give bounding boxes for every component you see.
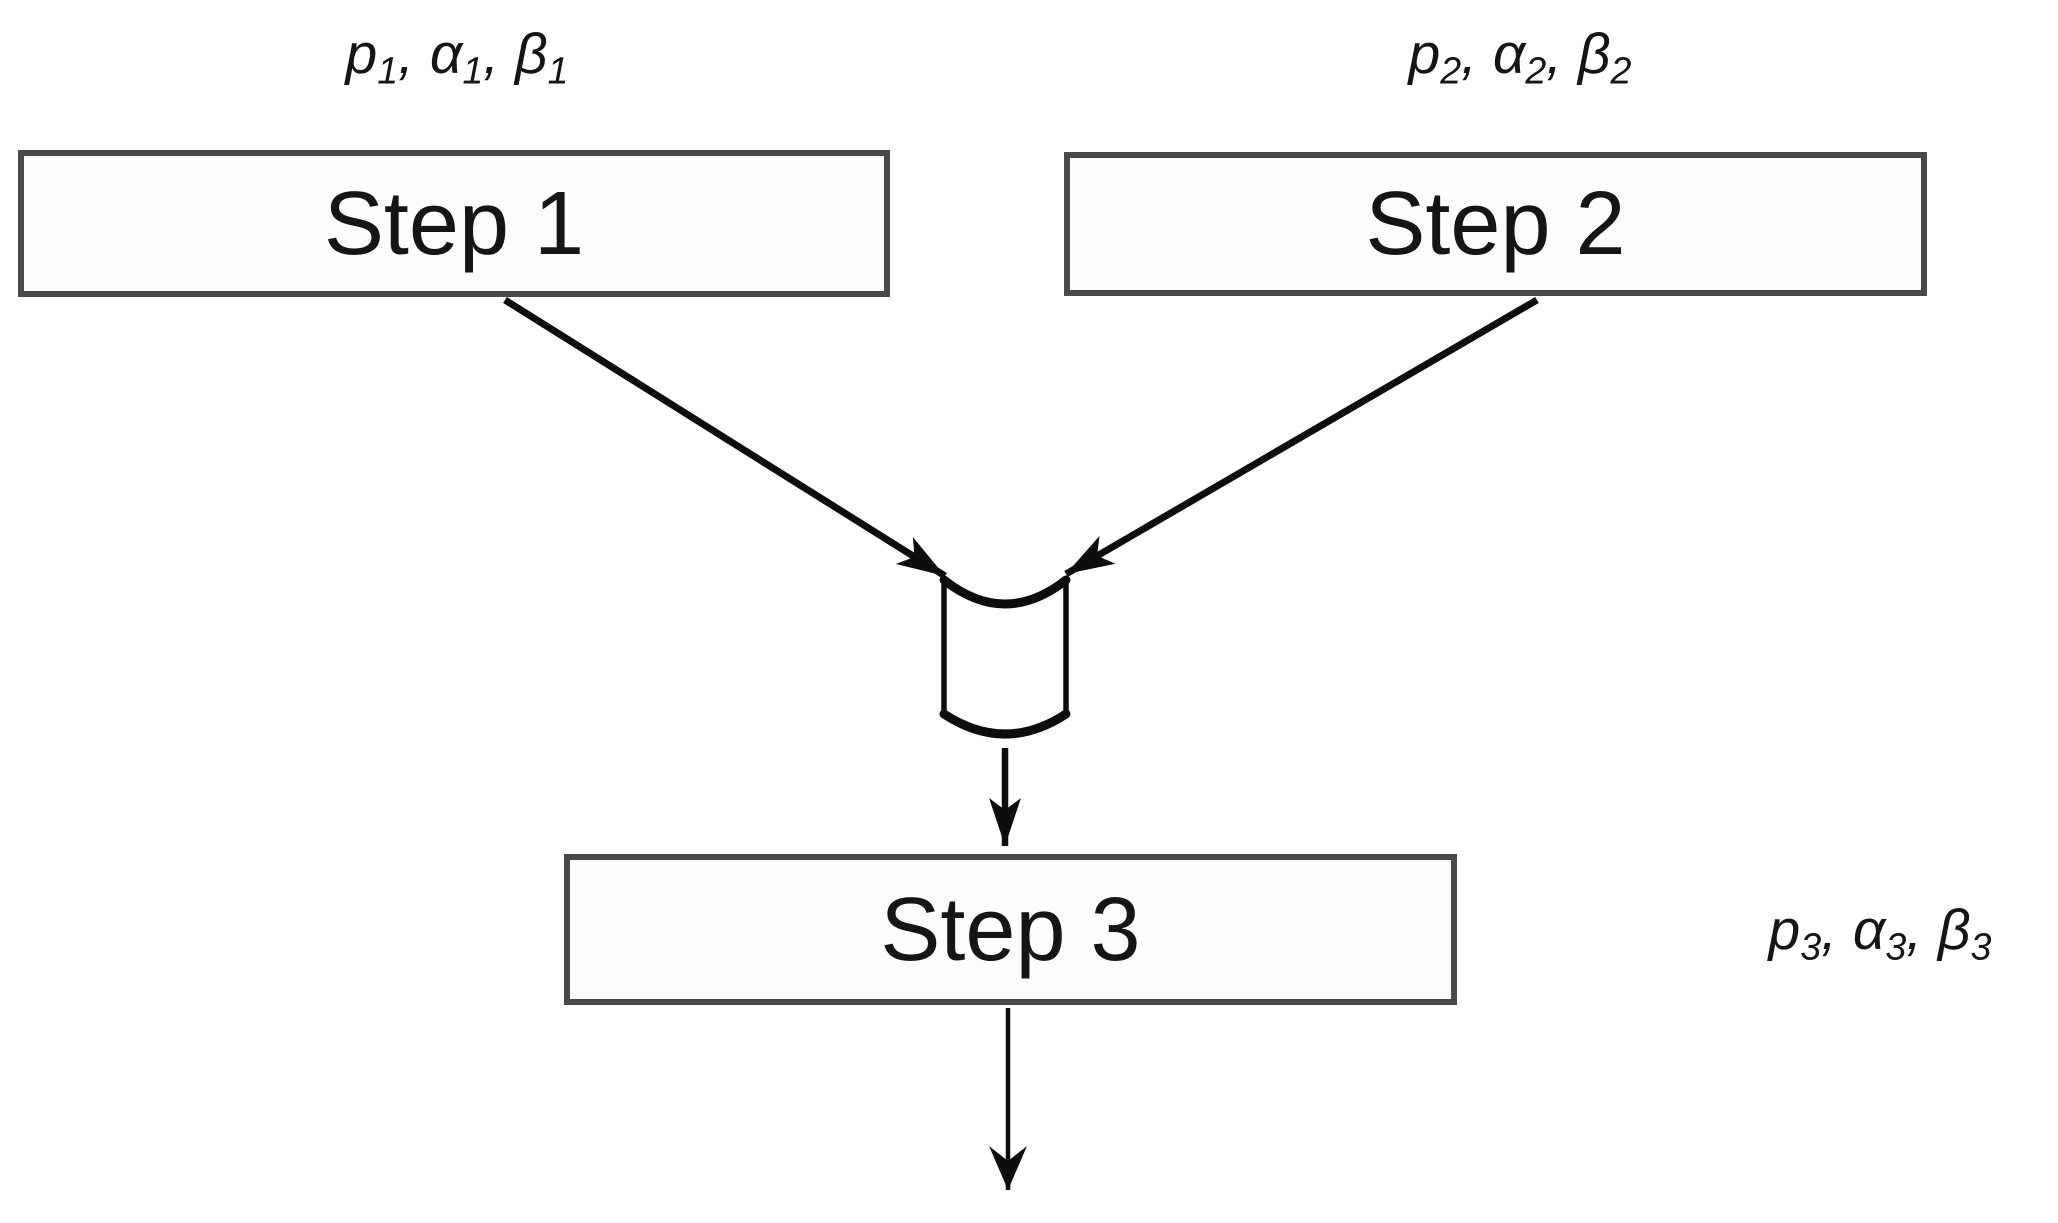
param-symbol: p xyxy=(345,22,378,86)
param-label-step3: p3, α3, β3 xyxy=(1768,898,1992,968)
step2-label: Step 2 xyxy=(1365,174,1626,274)
param-symbol: α xyxy=(1852,898,1886,962)
param-symbol: β xyxy=(514,22,548,86)
param-subscript: 1 xyxy=(462,49,484,92)
param-subscript: 2 xyxy=(1440,49,1462,92)
param-subscript: 1 xyxy=(377,49,399,92)
param-symbol: β xyxy=(1577,22,1611,86)
buffer-cylinder-icon xyxy=(939,575,1071,739)
step2-box: Step 2 xyxy=(1064,152,1927,296)
param-symbol: α xyxy=(1492,22,1526,86)
arrow-step2-to-buffer xyxy=(1064,296,1539,578)
param-label-step1: p1, α1, β1 xyxy=(345,22,569,92)
param-symbol: p xyxy=(1408,22,1441,86)
param-label-step2: p2, α2, β2 xyxy=(1408,22,1632,92)
param-subscript: 2 xyxy=(1610,49,1632,92)
param-subscript: 3 xyxy=(1885,925,1907,968)
param-symbol: p xyxy=(1768,898,1801,962)
param-symbol: β xyxy=(1937,898,1971,962)
param-subscript: 2 xyxy=(1525,49,1547,92)
step3-label: Step 3 xyxy=(880,879,1141,980)
param-subscript: 3 xyxy=(1970,925,1992,968)
step3-box: Step 3 xyxy=(564,854,1457,1005)
arrow-step1-to-buffer xyxy=(503,297,947,579)
param-subscript: 1 xyxy=(547,49,569,92)
step1-label: Step 1 xyxy=(323,173,585,274)
step1-box: Step 1 xyxy=(18,150,890,297)
param-subscript: 3 xyxy=(1800,925,1822,968)
param-symbol: α xyxy=(429,22,463,86)
